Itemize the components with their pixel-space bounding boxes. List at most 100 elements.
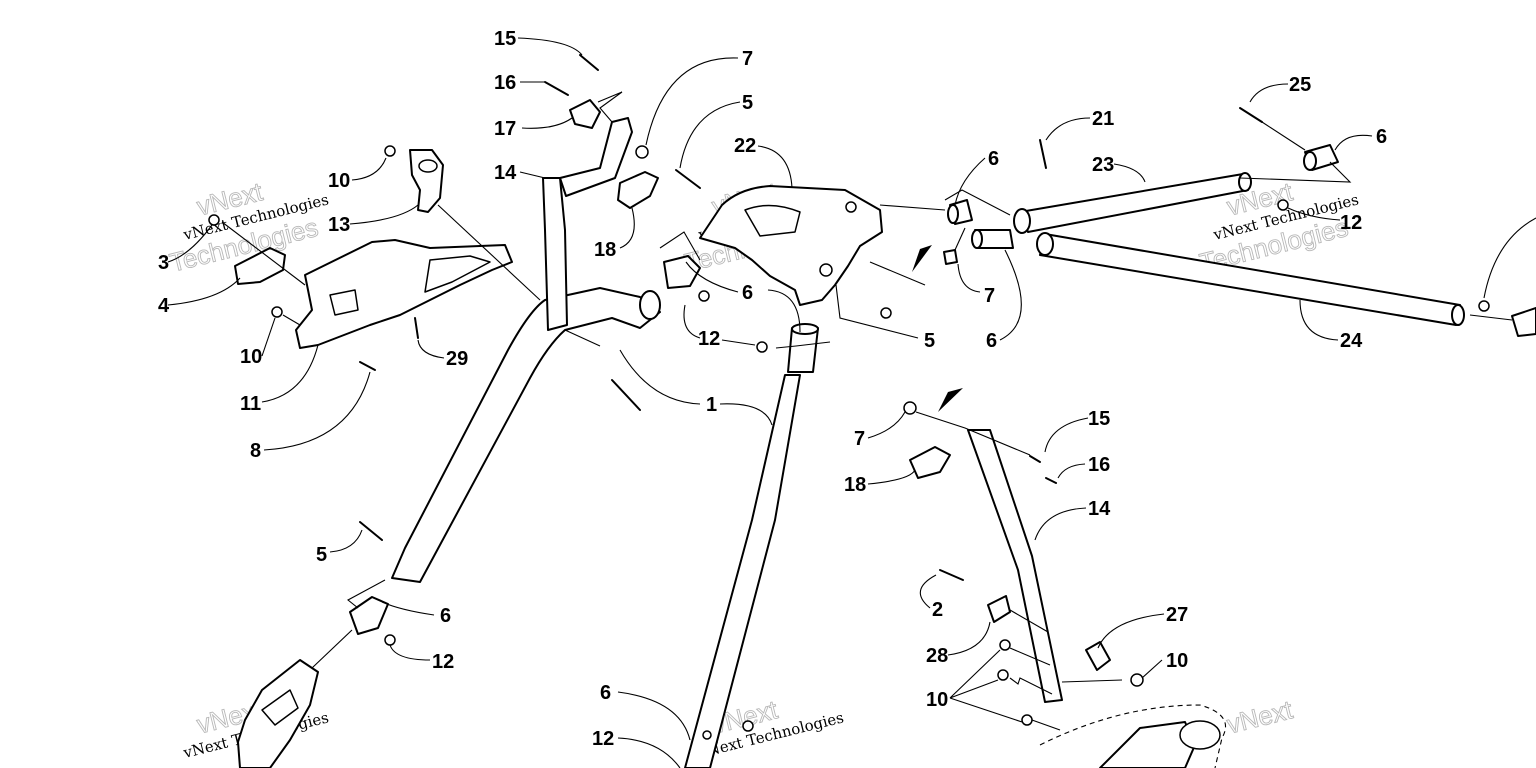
nut-7 — [943, 249, 958, 265]
clamp-6-lower — [349, 596, 389, 635]
nut-12-far — [1478, 300, 1490, 312]
callout-16-lower: 16 — [1088, 454, 1110, 476]
leader-6-center — [767, 289, 801, 333]
bolt-16 — [544, 81, 569, 96]
mount-22-detail — [744, 204, 801, 237]
leader-12-mid — [721, 339, 756, 346]
guide-line — [311, 629, 353, 669]
nut-10-c — [1021, 714, 1033, 726]
callout-2: 2 — [932, 599, 943, 621]
leader-24 — [1299, 299, 1339, 341]
leader-right-edge — [1483, 217, 1536, 299]
leader-6-mid — [999, 249, 1022, 341]
bracket-13-slot — [329, 289, 359, 316]
mount-22 — [699, 185, 883, 306]
tube-23 — [1019, 173, 1249, 233]
direction-arrow — [912, 245, 932, 272]
assembly-bottom-right-outline — [1039, 704, 1227, 768]
tube-1-bent — [391, 287, 661, 583]
callout-5-lower: 5 — [316, 544, 327, 566]
callout-27: 27 — [1166, 604, 1188, 626]
callout-12: 12 — [698, 328, 720, 350]
callout-labels: 15 16 17 7 5 22 14 18 10 13 3 4 10 11 8 … — [158, 28, 1387, 750]
leader-1-left — [619, 349, 701, 405]
leader-6-top — [954, 157, 986, 206]
callout-12-bottom: 12 — [592, 728, 614, 750]
leader-3 — [167, 224, 213, 263]
clamp-18-lower — [909, 446, 951, 479]
callout-25: 25 — [1289, 74, 1311, 96]
callout-29: 29 — [446, 348, 468, 370]
leader-18 — [619, 207, 635, 249]
leader-28 — [947, 621, 991, 656]
bar-14-lower — [967, 429, 1063, 703]
leader-6-bottom — [617, 691, 691, 741]
assembly-bottom-right — [1099, 721, 1196, 768]
callout-8: 8 — [250, 440, 261, 462]
guide-line — [1009, 647, 1051, 666]
nut-10-left — [271, 306, 283, 318]
leader-18-lower — [867, 469, 916, 485]
nut-6-bottom — [702, 730, 712, 740]
callout-12-lower: 12 — [432, 651, 454, 673]
leader-12-lower — [389, 644, 431, 661]
callout-6-right: 6 — [1376, 126, 1387, 148]
callout-28: 28 — [926, 645, 948, 667]
bar-14-upper-top — [559, 117, 633, 197]
leader-7-mid — [957, 263, 981, 293]
leader-27 — [1097, 613, 1165, 649]
bolt-5 — [675, 169, 701, 189]
callout-4: 4 — [158, 295, 170, 317]
bracket-13 — [295, 239, 513, 349]
guide-line — [1239, 161, 1352, 183]
nut-10-right — [1130, 673, 1144, 687]
bolt-5-lower — [359, 521, 383, 541]
mount-22-hole — [845, 201, 857, 213]
tube-24-start — [1036, 232, 1054, 256]
guide-line — [869, 261, 926, 286]
leader-10-left — [261, 317, 276, 357]
leader-17 — [521, 117, 573, 129]
callout-5: 5 — [742, 92, 753, 114]
tube-1-end — [639, 290, 661, 320]
guide-line — [1061, 679, 1123, 683]
leader-10 — [351, 157, 387, 181]
clamp-18 — [617, 171, 659, 209]
leader-lines — [167, 37, 1373, 768]
assembly-bottom-left-detail — [261, 689, 299, 726]
leader-15 — [517, 37, 583, 56]
nut-7-upper — [635, 145, 649, 159]
leader-6-lower — [381, 601, 435, 616]
leader-16-lower — [1057, 463, 1086, 479]
callout-13: 13 — [328, 214, 350, 236]
nut-3 — [208, 214, 220, 226]
callout-16: 16 — [494, 72, 516, 94]
leader-5-center — [835, 284, 919, 339]
guide-line — [775, 341, 831, 349]
leader-10-right — [1141, 659, 1163, 679]
bracket-28 — [987, 595, 1011, 623]
guide-line — [1031, 719, 1061, 731]
guide-line — [564, 329, 601, 347]
guide-line — [597, 91, 623, 123]
bolt-25 — [1239, 107, 1263, 123]
callout-17: 17 — [494, 118, 516, 140]
clamp-17 — [569, 99, 601, 129]
nut-10-a — [999, 639, 1011, 651]
callout-14: 14 — [494, 162, 517, 184]
guide-line — [347, 579, 386, 609]
leader-13 — [349, 204, 419, 225]
nut-12-lower — [384, 634, 396, 646]
nut-10-b — [997, 669, 1009, 681]
leader-15-lower — [1044, 417, 1089, 453]
direction-arrow — [938, 388, 963, 412]
bolt-15-lower — [1029, 455, 1041, 463]
callout-10-left: 10 — [240, 346, 262, 368]
bracket-4 — [234, 247, 286, 285]
nut-7-lower — [903, 401, 917, 415]
bracket-10-hole — [418, 159, 438, 173]
bar-14-upper — [542, 177, 568, 331]
leader-12-bottom — [617, 737, 681, 768]
callout-6: 6 — [742, 282, 753, 304]
